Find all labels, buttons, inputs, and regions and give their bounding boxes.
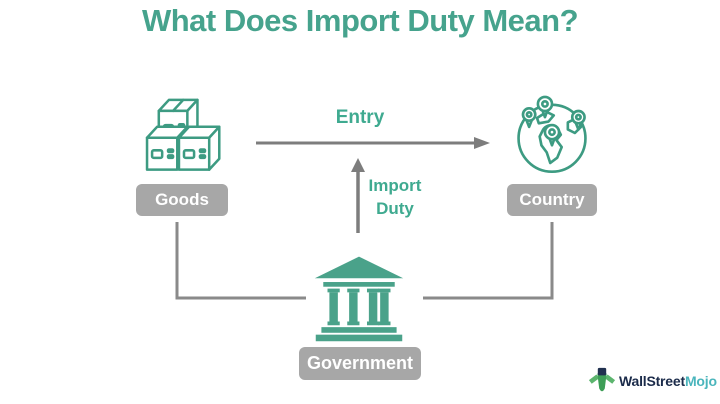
- brand-name-first: WallStreet: [619, 373, 685, 389]
- country-label: Country: [507, 184, 597, 216]
- entry-arrow-label: Entry: [335, 107, 385, 128]
- goods-government-connector: [175, 222, 306, 300]
- entry-arrow: [256, 137, 490, 149]
- wallstreetmojo-mascot-icon: [588, 366, 616, 396]
- government-building-icon: [312, 253, 406, 343]
- import-duty-arrow-label: Import Duty: [368, 176, 422, 218]
- country-government-connector: [423, 222, 554, 300]
- brand-logo: WallStreetMojo: [588, 364, 717, 398]
- page-title: What Does Import Duty Mean?: [141, 3, 579, 38]
- goods-boxes-icon: [142, 88, 226, 174]
- goods-label: Goods: [136, 184, 228, 216]
- brand-name-second: Mojo: [684, 373, 717, 389]
- brand-name: WallStreetMojo: [619, 373, 717, 389]
- government-label: Government: [299, 347, 421, 380]
- import-duty-arrow: [351, 158, 365, 233]
- country-globe-icon: [508, 88, 596, 178]
